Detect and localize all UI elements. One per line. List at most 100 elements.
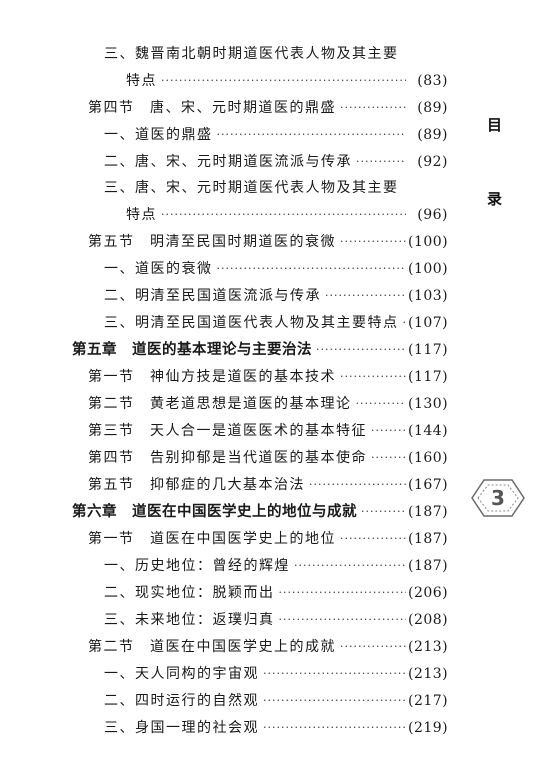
toc-leader-dots: ········································… [316, 343, 406, 356]
toc-page-number: (96) [417, 207, 448, 223]
toc-label: 第六章 道医在中国医学史上的地位与成就 [72, 504, 357, 520]
toc-row[interactable]: 一、道医的衰微·································… [104, 257, 448, 281]
toc-chapter-row[interactable]: 第五章 道医的基本理论与主要治法························… [72, 338, 448, 362]
toc-row[interactable]: 特点 ······································… [126, 69, 448, 93]
toc-label: 一、道医的衰微 [104, 261, 213, 277]
toc-row[interactable]: 第二节 道医在中国医学史上的成就 ························… [88, 635, 448, 659]
toc-leader-dots: ········································… [263, 694, 406, 707]
toc-row[interactable]: 第四节 告别抑郁是当代道医的基本使命 ······················… [88, 446, 448, 470]
toc-label: 第四节 告别抑郁是当代道医的基本使命 [88, 450, 367, 466]
toc-leader-dots: ········································… [371, 451, 406, 464]
toc-row[interactable]: 一、道医的鼎盛·································… [104, 123, 448, 147]
toc-page-number: (89) [417, 100, 448, 116]
toc-page-number: (208) [408, 612, 449, 628]
toc-leader-dots: ········································… [216, 262, 407, 275]
toc-label: 第五节 明清至民国时期道医的衰微 [88, 234, 336, 250]
toc-row[interactable]: 第一节 道医在中国医学史上的地位························… [88, 527, 448, 551]
toc-leader-dots: ········································… [340, 101, 406, 114]
toc-page-number: (187) [408, 531, 449, 547]
toc-page-number: (92) [417, 154, 448, 170]
toc-row[interactable]: 第五节 抑郁症的几大基本治法 ··························… [88, 473, 448, 497]
toc-leader-dots: ········································… [356, 155, 406, 168]
side-title-mu: 目 [487, 116, 503, 134]
toc-label: 第一节 神仙方技是道医的基本技术 [88, 369, 336, 385]
toc-page-number: (107) [408, 315, 449, 331]
toc-page-number: (83) [417, 73, 448, 89]
toc-page-number: (100) [408, 234, 449, 250]
toc-leader-dots: ········································… [340, 235, 406, 248]
toc-page-number: (89) [417, 127, 448, 143]
toc-row[interactable]: 第二节 黄老道思想是道医的基本理论·······················… [88, 392, 448, 416]
toc-label: 二、唐、宋、元时期道医流派与传承 [104, 154, 352, 170]
toc-label: 第二节 黄老道思想是道医的基本理论 [88, 396, 352, 412]
toc-page-number: (117) [408, 342, 449, 358]
toc-leader-dots: ········································… [294, 559, 406, 572]
toc-label: 第三节 天人合一是道医医术的基本特征 [88, 423, 367, 439]
toc-leader-dots: ········································… [340, 370, 406, 383]
toc-label: 第五节 抑郁症的几大基本治法 [88, 477, 305, 493]
toc-leader-dots: ········································… [216, 128, 407, 141]
toc-page-number: (219) [408, 720, 449, 736]
toc-label: 三、魏晋南北朝时期道医代表人物及其主要 [104, 46, 399, 62]
toc-leader-dots: ········································… [403, 311, 407, 335]
toc-row[interactable]: 特点 ······································… [126, 203, 448, 227]
toc-label: 特点 [126, 73, 157, 89]
toc-row[interactable]: 三、唐、宋、元时期道医代表人物及其主要 [104, 176, 448, 200]
toc-page-number: (187) [408, 504, 449, 520]
toc-row[interactable]: 三、明清至民国道医代表人物及其主要特点 ·····················… [104, 311, 448, 335]
toc-page-number: (187) [408, 558, 449, 574]
toc-label: 一、天人同构的宇宙观 [104, 666, 259, 682]
toc-leader-dots: ········································… [309, 478, 406, 491]
toc-page-number: (100) [408, 261, 449, 277]
toc-label: 第二节 道医在中国医学史上的成就 [88, 639, 336, 655]
toc-label: 二、明清至民国道医流派与传承 [104, 288, 321, 304]
toc-page-number: (206) [408, 585, 449, 601]
toc-label: 一、道医的鼎盛 [104, 127, 213, 143]
toc-leader-dots: ········································… [371, 424, 406, 437]
toc-leader-dots: ········································… [161, 208, 406, 221]
toc-row[interactable]: 第五节 明清至民国时期道医的衰微 ························… [88, 230, 448, 254]
toc-row[interactable]: 三、未来地位：返璞归真·····························… [104, 608, 448, 632]
toc-label: 三、身国一理的社会观 [104, 720, 259, 736]
toc-label: 第四节 唐、宋、元时期道医的鼎盛 [88, 100, 336, 116]
toc-row[interactable]: 三、魏晋南北朝时期道医代表人物及其主要 [104, 42, 448, 66]
toc-page-number: (160) [408, 450, 449, 466]
toc-row[interactable]: 第三节 天人合一是道医医术的基本特征 ······················… [88, 419, 448, 443]
toc-leader-dots: ········································… [355, 397, 407, 410]
toc-page-number: (213) [408, 666, 449, 682]
toc-label: 一、历史地位：曾经的辉煌 [104, 558, 290, 574]
toc-leader-dots: ········································… [263, 667, 406, 680]
toc-page-number: (103) [408, 288, 449, 304]
toc-row[interactable]: 二、四时运行的自然观 ······························… [104, 689, 448, 713]
toc-chapter-row[interactable]: 第六章 道医在中国医学史上的地位与成就 ·····················… [72, 500, 448, 524]
toc-page-number: (144) [408, 423, 449, 439]
toc-page-number: (167) [408, 477, 449, 493]
toc-label: 二、四时运行的自然观 [104, 693, 259, 709]
toc-leader-dots: ········································… [361, 505, 406, 518]
toc-page-number: (130) [408, 396, 449, 412]
toc-row[interactable]: 二、唐、宋、元时期道医流派与传承 ························… [104, 150, 448, 174]
toc-row[interactable]: 一、历史地位：曾经的辉煌 ····························… [104, 554, 448, 578]
toc-page-number: (217) [408, 693, 449, 709]
toc-row[interactable]: 三、身国一理的社会观 ······························… [104, 716, 448, 740]
toc-label: 二、现实地位：脱颖而出 [104, 585, 275, 601]
toc-label: 特点 [126, 207, 157, 223]
toc-row[interactable]: 第一节 神仙方技是道医的基本技术 ························… [88, 365, 448, 389]
toc-row[interactable]: 二、明清至民国道医流派与传承 ··························… [104, 284, 448, 308]
toc-leader-dots: ········································… [325, 289, 406, 302]
toc-label: 三、唐、宋、元时期道医代表人物及其主要 [104, 180, 399, 196]
toc-leader-dots: ········································… [340, 640, 406, 653]
page-number-text: 3 [491, 486, 505, 510]
toc-label: 三、未来地位：返璞归真 [104, 612, 275, 628]
toc-row[interactable]: 二、现实地位：脱颖而出·····························… [104, 581, 448, 605]
toc-label: 第一节 道医在中国医学史上的地位 [88, 531, 336, 547]
side-title-lu: 录 [487, 190, 503, 208]
toc-leader-dots: ········································… [278, 613, 407, 626]
toc-row[interactable]: 一、天人同构的宇宙观 ······························… [104, 662, 448, 686]
page-number-badge: 3 [471, 479, 525, 517]
toc-page-number: (213) [408, 639, 449, 655]
toc-row[interactable]: 第四节 唐、宋、元时期道医的鼎盛 ························… [88, 96, 448, 120]
toc-leader-dots: ········································… [263, 721, 406, 734]
toc-label: 三、明清至民国道医代表人物及其主要特点 [104, 315, 399, 331]
toc-leader-dots: ········································… [161, 74, 406, 87]
